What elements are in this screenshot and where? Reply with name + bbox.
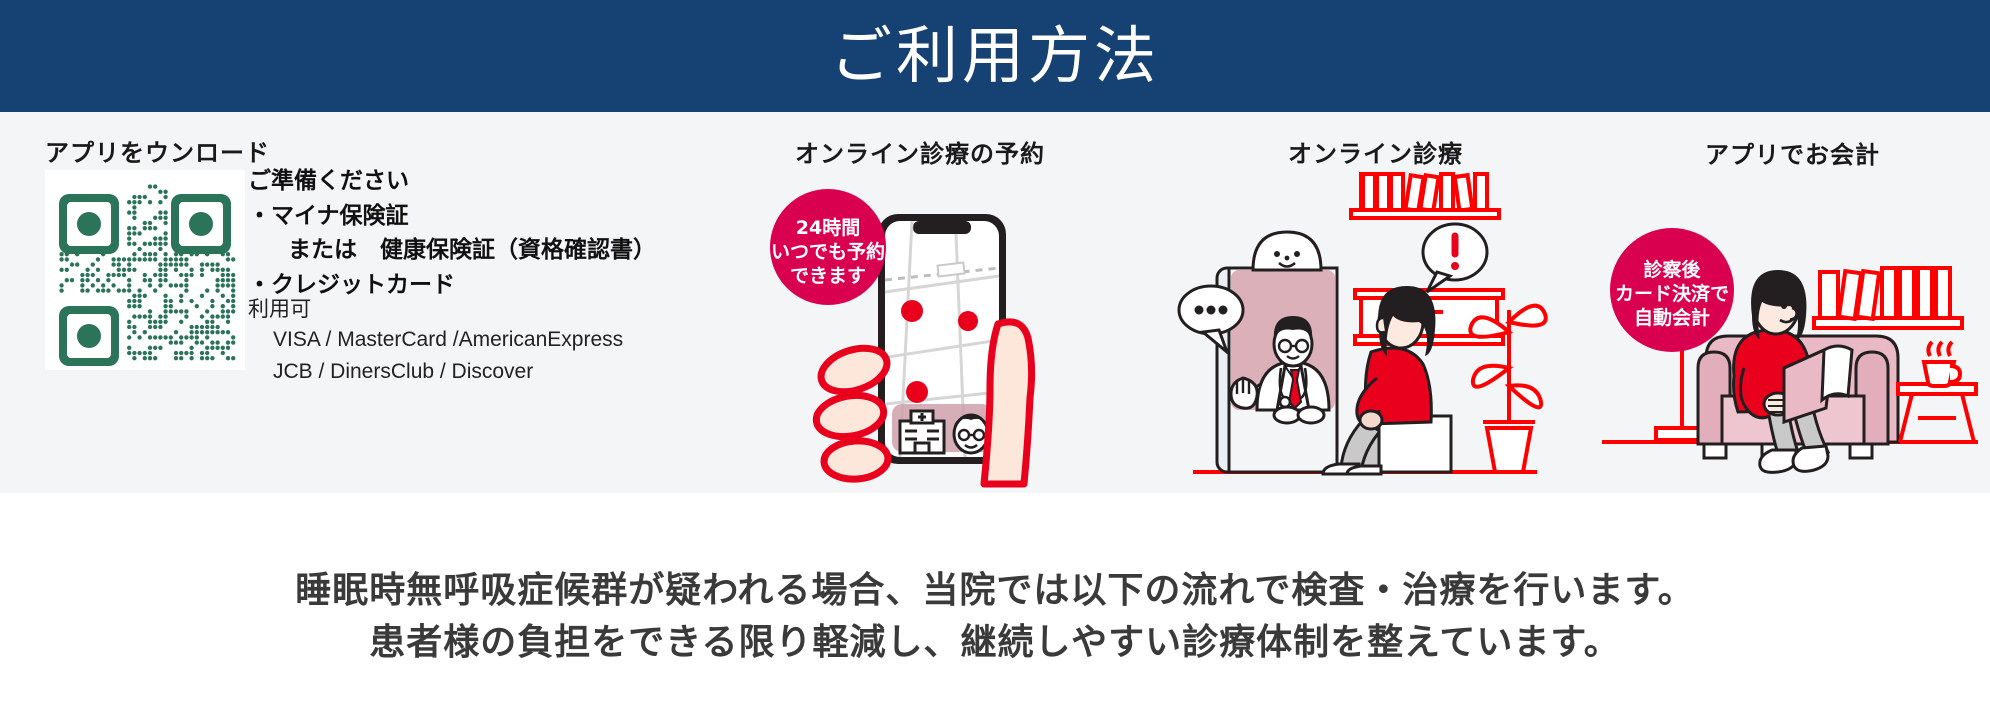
app-download-qr-code[interactable] (45, 170, 245, 370)
person-reading-on-sofa-illustration: 診察後 カード決済で 自動会計 (1602, 228, 1978, 474)
step-title-download: アプリをウンロード (45, 139, 270, 167)
badge-line-3: できます (790, 265, 866, 287)
badge-line-1: 24時間 (796, 217, 860, 239)
footer-line-1: 睡眠時無呼吸症候群が疑われる場合、当院では以下の流れで検査・治療を行います。 (295, 570, 1695, 611)
step-title-payment: アプリでお会計 (1705, 141, 1880, 169)
badge-line-3: 自動会計 (1634, 306, 1710, 329)
preparation-line-2: または 健康保険証（資格確認書） (288, 237, 656, 264)
steps-panel: アプリをウンロード ご準備ください ・マイナ保険証 または 健康保険証（資格確認… (0, 112, 1990, 493)
online-consultation-doctor-patient-illustration (1177, 172, 1548, 476)
footer-description: 睡眠時無呼吸症候群が疑われる場合、当院では以下の流れで検査・治療を行います。 患… (0, 565, 1990, 669)
step-title-consult: オンライン診療 (1288, 140, 1463, 168)
availability-line-2: JCB / DinersClub / Discover (273, 359, 534, 383)
footer-line-2: 患者様の負担をできる限り軽減し、継続しやすい診療体制を整えています。 (369, 622, 1621, 664)
preparation-line-1: ・マイナ保険証 (248, 202, 409, 229)
badge-line-1: 診察後 (1643, 258, 1701, 281)
qr-code-icon (45, 170, 245, 370)
hand-holding-phone-map-illustration: 24時間 いつでも予約 できます (770, 189, 1036, 488)
preparation-line-3: ・クレジットカード (248, 272, 455, 299)
card-availability-block: 利用可 VISA / MasterCard /AmericanExpress J… (248, 294, 668, 387)
badge-line-2: いつでも予約 (771, 240, 885, 263)
badge-line-2: カード決済で (1615, 282, 1729, 305)
availability-line-1: VISA / MasterCard /AmericanExpress (273, 328, 624, 352)
page-header: ご利用方法 (0, 0, 1990, 112)
preparation-heading: ご準備ください (248, 168, 409, 194)
availability-heading: 利用可 (248, 297, 311, 321)
page-title: ご利用方法 (829, 19, 1160, 92)
preparation-block: ご準備ください ・マイナ保険証 または 健康保険証（資格確認書） ・クレジットカ… (248, 164, 668, 303)
step-title-reserve: オンライン診療の予約 (795, 140, 1045, 168)
